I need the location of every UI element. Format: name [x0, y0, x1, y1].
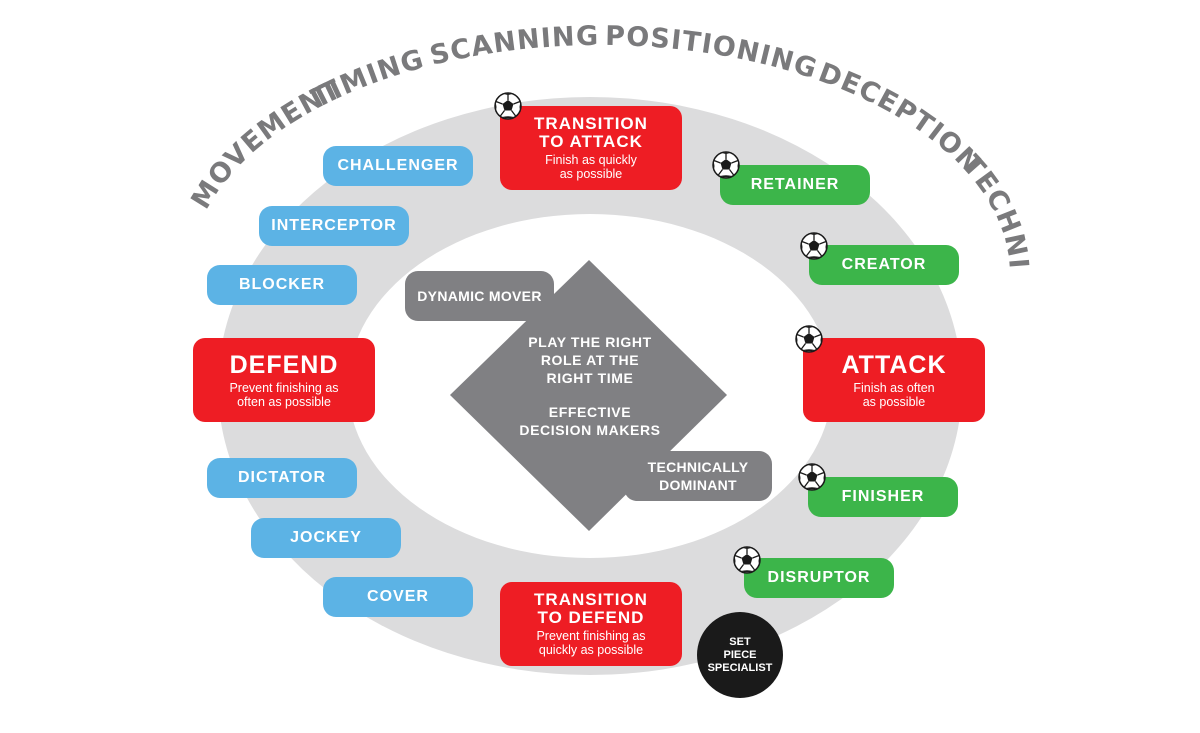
phase-transition-attack-title-2: TO ATTACK	[539, 132, 643, 151]
soccer-ball-icon	[798, 463, 826, 491]
set-piece-line-2: PIECE	[723, 648, 757, 661]
phase-defend-sub-2: often as possible	[237, 394, 331, 409]
svg-text:DECEPTION: DECEPTION	[814, 57, 987, 180]
set-piece-line-1: SET	[729, 635, 751, 648]
tag-technically-line-1: TECHNICALLY	[647, 459, 749, 475]
set-piece-line-3: SPECIALIST	[707, 661, 773, 674]
soccer-ball-icon	[733, 546, 761, 574]
phase-attack-sub-1: Finish as often	[853, 380, 935, 395]
role-challenger: CHALLENGER	[323, 146, 473, 186]
center-line-3: RIGHT TIME	[546, 370, 634, 386]
role-dictator: DICTATOR	[207, 458, 357, 498]
phase-transition-attack-title-1: TRANSITION	[534, 114, 648, 133]
role-blocker-label: BLOCKER	[238, 276, 326, 293]
role-creator-label: CREATOR	[841, 256, 927, 273]
role-interceptor: INTERCEPTOR	[259, 206, 409, 246]
role-finisher-label: FINISHER	[841, 488, 925, 505]
role-interceptor-label: INTERCEPTOR	[271, 217, 397, 234]
phase-transition-to-attack: TRANSITION TO ATTACK Finish as quickly a…	[500, 106, 682, 190]
role-cover: COVER	[323, 577, 473, 617]
role-jockey-label: JOCKEY	[290, 529, 362, 546]
soccer-ball-icon	[494, 92, 522, 120]
soccer-ball-icon	[800, 232, 828, 260]
role-retainer: RETAINER	[720, 165, 870, 205]
phase-transition-defend-sub-1: Prevent finishing as	[536, 629, 646, 643]
phase-attack: ATTACK Finish as often as possible	[803, 338, 985, 422]
phase-defend: DEFEND Prevent finishing as often as pos…	[193, 338, 375, 422]
role-cover-label: COVER	[367, 588, 429, 605]
center-line-4: EFFECTIVE	[548, 404, 632, 420]
center-line-2: ROLE AT THE	[540, 352, 640, 368]
tag-technically-dominant: TECHNICALLY DOMINANT	[624, 451, 772, 501]
svg-text:POSITIONING: POSITIONING	[605, 21, 821, 85]
phase-transition-attack-sub-2: as possible	[559, 167, 623, 181]
role-retainer-label: RETAINER	[750, 176, 840, 193]
role-jockey: JOCKEY	[251, 518, 401, 558]
phase-defend-sub-1: Prevent finishing as	[229, 380, 339, 395]
phase-attack-sub-2: as possible	[862, 394, 926, 409]
center-line-1: PLAY THE RIGHT	[528, 334, 652, 350]
soccer-ball-icon	[795, 325, 823, 353]
role-creator: CREATOR	[809, 245, 959, 285]
center-diamond	[450, 260, 727, 531]
phase-transition-defend-title-1: TRANSITION	[534, 590, 648, 609]
soccer-ball-icon	[712, 151, 740, 179]
arc-word-deception: DECEPTION	[814, 57, 987, 180]
center-line-5: DECISION MAKERS	[519, 422, 661, 438]
set-piece-specialist-badge: SET PIECE SPECIALIST	[697, 612, 783, 698]
tag-technically-line-2: DOMINANT	[659, 477, 737, 493]
tag-dynamic-mover: DYNAMIC MOVER	[405, 271, 554, 321]
role-finisher: FINISHER	[808, 477, 958, 517]
arc-word-scanning: SCANNING	[427, 21, 599, 72]
phase-transition-to-defend: TRANSITION TO DEFEND Prevent finishing a…	[500, 582, 682, 666]
phase-attack-title: ATTACK	[841, 350, 947, 379]
svg-text:SCANNING: SCANNING	[427, 21, 599, 72]
role-blocker: BLOCKER	[207, 265, 357, 305]
phase-transition-defend-title-2: TO DEFEND	[537, 608, 645, 627]
phase-transition-attack-sub-1: Finish as quickly	[545, 153, 637, 167]
phase-transition-defend-sub-2: quickly as possible	[538, 643, 644, 657]
role-dictator-label: DICTATOR	[238, 469, 326, 486]
phase-defend-title: DEFEND	[229, 350, 339, 379]
role-disruptor: DISRUPTOR	[744, 558, 894, 598]
role-disruptor-label: DISRUPTOR	[767, 569, 871, 586]
tag-dynamic-mover-label: DYNAMIC MOVER	[417, 288, 542, 304]
arc-word-positioning: POSITIONING	[605, 21, 821, 85]
center-statement: PLAY THE RIGHT ROLE AT THE RIGHT TIME EF…	[495, 333, 685, 439]
role-challenger-label: CHALLENGER	[337, 157, 459, 174]
